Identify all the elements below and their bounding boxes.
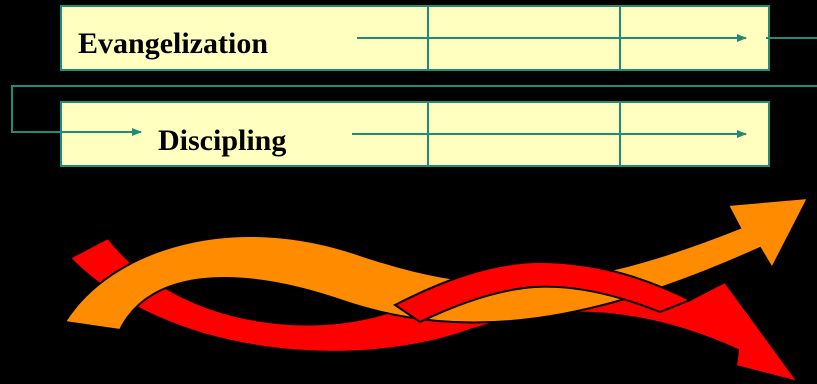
intertwined-arrows-icon bbox=[63, 196, 810, 384]
row-label-discipling: Discipling bbox=[158, 124, 287, 157]
red-band-front bbox=[393, 260, 693, 324]
row-label-evangelization: Evangelization bbox=[78, 27, 269, 60]
connector-wrap bbox=[11, 85, 817, 133]
